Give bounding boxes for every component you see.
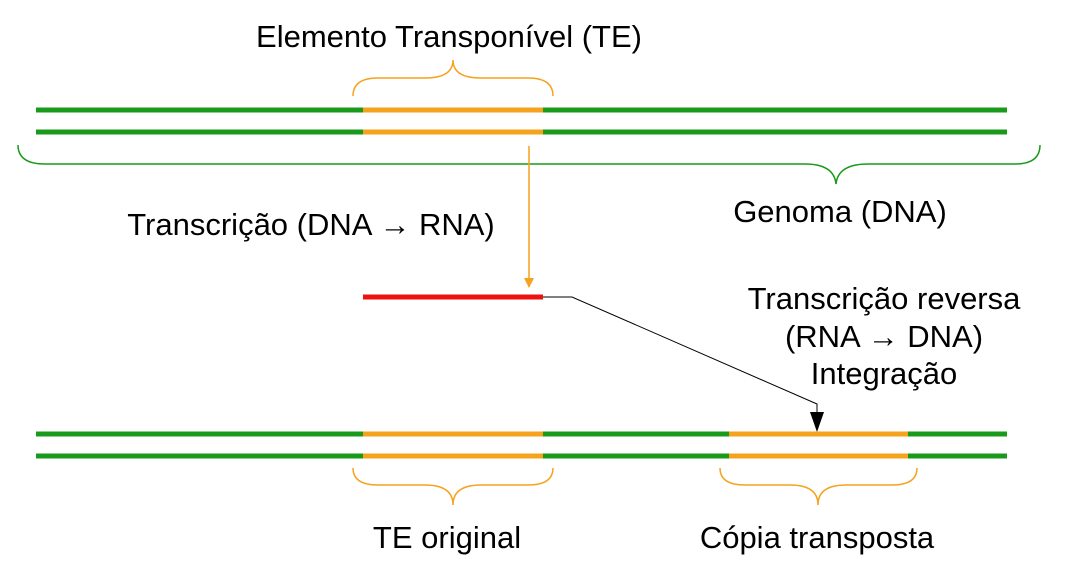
reverse-transcription-arrowhead	[810, 412, 824, 432]
te-original-brace	[352, 467, 554, 506]
te-title: Elemento Transponível (TE)	[256, 19, 642, 54]
genome-label: Genoma (DNA)	[733, 194, 947, 229]
te-original-label: TE original	[373, 520, 521, 555]
te-copy-label: Cópia transposta	[700, 520, 935, 555]
transcription-label: Transcrição (DNA → RNA)	[127, 207, 494, 242]
te-copy-brace	[719, 467, 918, 506]
reverse-label-line-1: Transcrição reversa	[748, 281, 1022, 316]
reverse-label-line-3: Integração	[811, 356, 958, 391]
te-brace	[352, 59, 554, 97]
genome-brace	[17, 144, 1041, 185]
bottom-dna	[36, 431, 1007, 459]
reverse-transcription-arrow	[543, 296, 818, 414]
top-dna	[36, 107, 1007, 135]
reverse-label-line-2: (RNA → DNA)	[785, 319, 983, 354]
